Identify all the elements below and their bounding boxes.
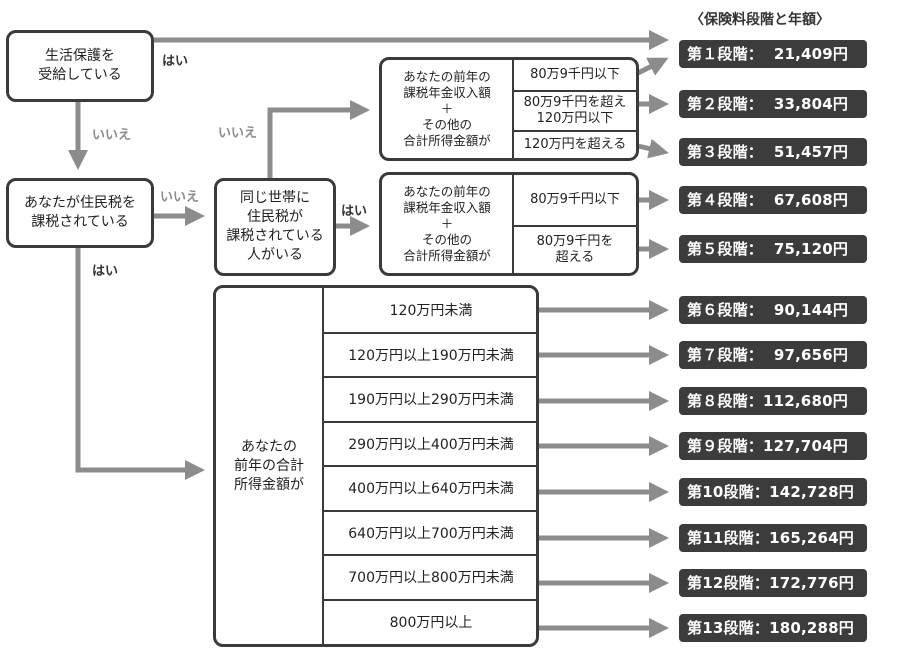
income-bracket-3: 190万円以上290万円未満 (348, 392, 514, 409)
bracket-divider (324, 509, 536, 512)
income-bracket-5: 400万円以上640万円未満 (348, 481, 514, 498)
stage-9-pill: 第９段階：127,704円 (679, 432, 867, 460)
label-household-no: いいえ (218, 126, 258, 141)
income-bracket-2: 120万円以上190万円未満 (348, 347, 514, 364)
stage-3-pill: 第３段階： 51,457円 (679, 138, 867, 166)
household-node: 同じ世帯に 住民税が 課税されている 人がいる (214, 178, 336, 276)
label-welfare-no: いいえ (92, 128, 132, 143)
bracket-divider (324, 331, 536, 334)
stage-4-pill: 第４段階： 67,608円 (679, 186, 867, 214)
stage-8-pill: 第８段階：112,680円 (679, 387, 867, 415)
bracket-divider (324, 420, 536, 423)
arrow-resident-yes (75, 246, 205, 480)
stage-10-pill: 第10段階：142,728円 (679, 478, 867, 506)
income-box-top: あなたの前年の 課税年金収入額 ＋ その他の 合計所得金額が 80万9千円以下 … (379, 57, 639, 161)
top-condition-2: 80万9千円を超え 120万円以下 (523, 95, 627, 126)
label-resident-yes: はい (92, 264, 119, 279)
bracket-divider (324, 376, 536, 378)
income-bracket-4: 290万円以上400万円未満 (348, 436, 514, 453)
bracket-divider (324, 598, 536, 601)
stage-2-pill: 第２段階： 33,804円 (679, 90, 867, 118)
income-bracket-7: 700万円以上800万円未満 (348, 570, 514, 587)
arrow-household-no (267, 100, 370, 178)
mid-condition-2: 80万9千円を 超える (536, 234, 614, 265)
stage-6-pill: 第６段階： 90,144円 (679, 296, 867, 324)
income-bracket-6: 640万円以上700万円未満 (348, 525, 514, 542)
income-bracket-8: 800万円以上 (389, 614, 473, 631)
label-resident-no: いいえ (160, 190, 200, 205)
top-condition-3: 120万円を超える (523, 137, 627, 152)
income-box-mid: あなたの前年の 課税年金収入額 ＋ その他の 合計所得金額が 80万9千円以下 … (379, 172, 639, 276)
stage-1-pill: 第１段階： 21,409円 (679, 40, 867, 68)
label-household-yes: はい (341, 204, 368, 219)
stage-5-pill: 第５段階： 75,120円 (679, 235, 867, 263)
chart-title: 〈保険料段階と年額〉 (690, 12, 830, 28)
income-bracket-1: 120万円未満 (389, 303, 473, 320)
resident-tax-node: あなたが住民税を 課税されている (6, 178, 154, 248)
income-box-top-label: あなたの前年の 課税年金収入額 ＋ その他の 合計所得金額が (403, 69, 491, 148)
bracket-divider (324, 465, 536, 467)
stage-11-pill: 第11段階：165,264円 (679, 524, 867, 552)
stage-12-pill: 第12段階：172,776円 (679, 569, 867, 597)
income-box-mid-label: あなたの前年の 課税年金収入額 ＋ その他の 合計所得金額が (403, 184, 491, 263)
top-condition-1: 80万9千円以下 (530, 67, 620, 82)
bracket-divider (324, 554, 536, 556)
stage-7-pill: 第７段階： 97,656円 (679, 341, 867, 369)
stage-13-pill: 第13段階：180,288円 (679, 614, 867, 642)
welfare-node: 生活保護を 受給している (6, 30, 154, 102)
mid-condition-1: 80万9千円以下 (530, 192, 620, 207)
label-welfare-yes: はい (162, 54, 189, 69)
income-box-big-label: あなたの 前年の合計 所得金額が (234, 438, 304, 493)
